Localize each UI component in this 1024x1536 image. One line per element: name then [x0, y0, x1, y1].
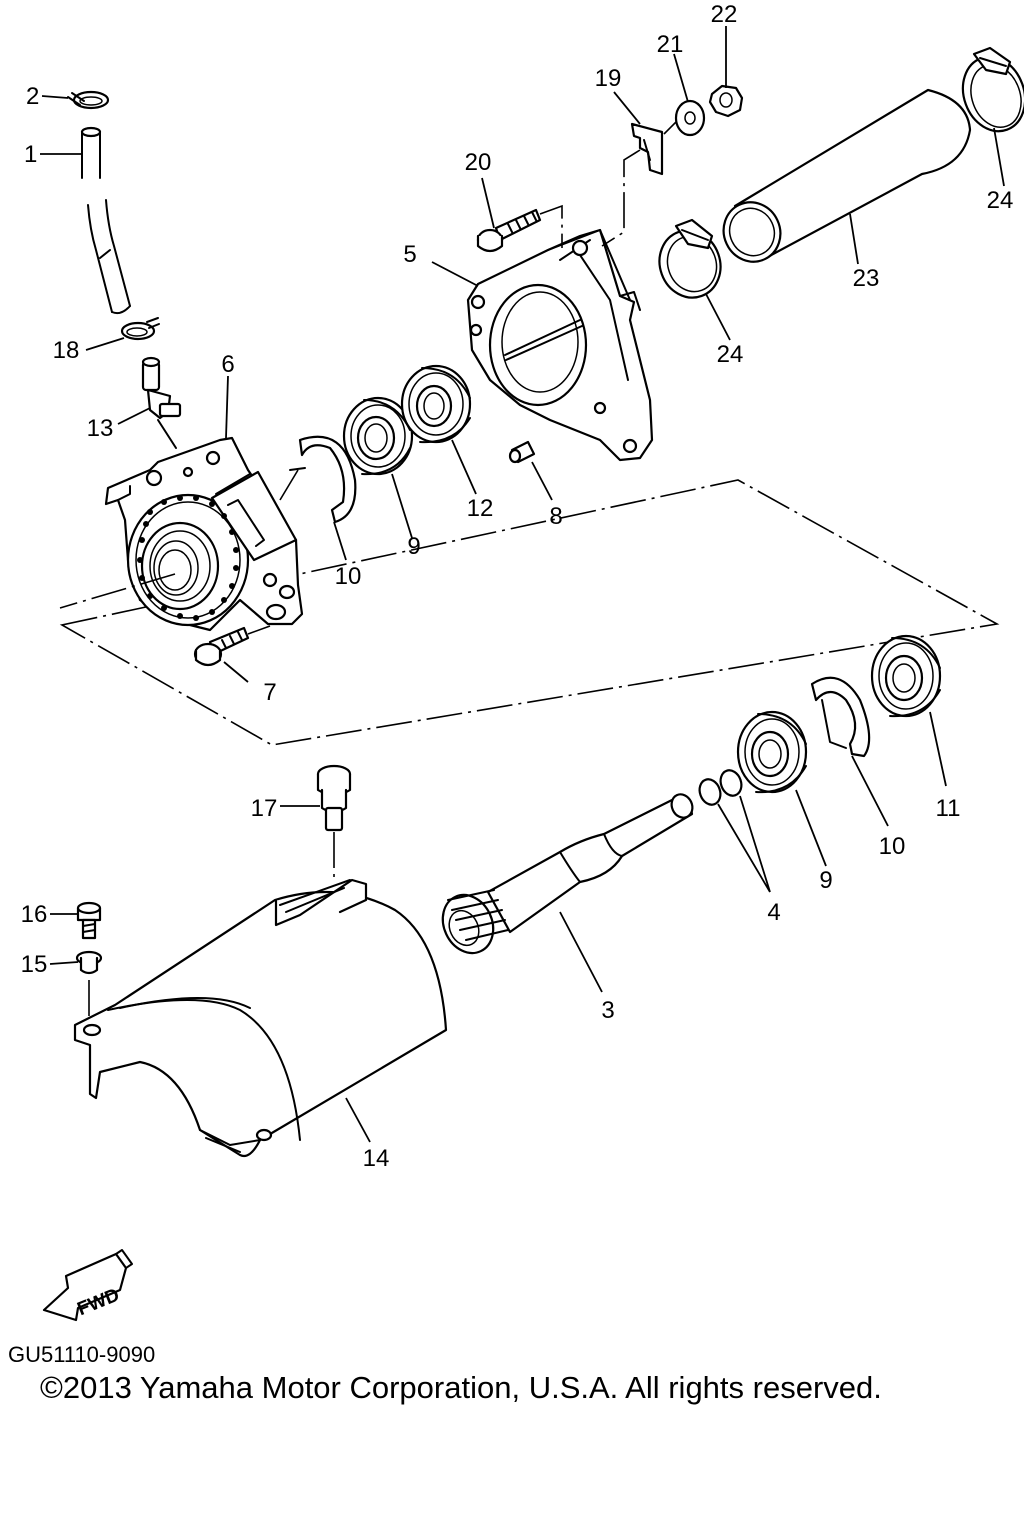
drawing-code: GU51110-9090	[8, 1342, 155, 1367]
fwd-arrow-icon: FWD	[42, 1249, 133, 1322]
part-22-nut	[708, 84, 744, 118]
callout-7: 7	[263, 679, 276, 706]
callout-9-lower: 9	[819, 867, 832, 894]
part-3-drive-shaft	[441, 793, 694, 955]
part-17-pin	[316, 764, 352, 880]
callout-9-upper: 9	[407, 533, 420, 560]
part-1-hose	[80, 126, 131, 315]
callout-6: 6	[221, 351, 234, 378]
part-24-clamp-lower	[658, 218, 722, 299]
part-12-bearing	[400, 364, 472, 444]
part-21-washer	[663, 99, 706, 137]
callout-18: 18	[53, 337, 80, 364]
callout-10-lower: 10	[879, 833, 906, 860]
callout-16: 16	[21, 901, 48, 928]
callout-12: 12	[467, 495, 494, 522]
callout-5: 5	[403, 241, 416, 268]
part-5-pump-housing	[466, 228, 654, 462]
part-24-clamp-upper	[961, 46, 1024, 133]
part-6-intermediate-housing	[104, 436, 304, 632]
part-14-shaft-cover	[73, 878, 448, 1158]
callout-14: 14	[363, 1145, 390, 1172]
part-7-bolt	[193, 625, 271, 667]
callout-21: 21	[657, 31, 684, 58]
part-10-circlip-upper	[289, 435, 357, 524]
callout-22: 22	[711, 1, 738, 28]
callout-15: 15	[21, 951, 48, 978]
part-19-bracket	[601, 122, 664, 247]
part-16-bolt	[76, 901, 102, 940]
callout-10-upper: 10	[335, 563, 362, 590]
part-15-collar	[75, 950, 103, 1020]
callout-numbers: 2 1 18 13 6 7 10 9 12 8 5 20 19 21 22 23…	[21, 1, 1014, 1172]
callout-2: 2	[26, 83, 39, 110]
copyright-notice: ©2013 Yamaha Motor Corporation, U.S.A. A…	[40, 1370, 882, 1405]
callout-8: 8	[549, 503, 562, 530]
callout-13: 13	[87, 415, 114, 442]
callout-11: 11	[936, 795, 961, 822]
callout-1: 1	[24, 141, 37, 168]
assembly-boundary	[59, 479, 1000, 746]
part-9-bearing-lower	[736, 710, 808, 794]
callout-23: 23	[853, 265, 880, 292]
part-20-bolt	[476, 204, 563, 253]
callout-20: 20	[465, 149, 492, 176]
part-18-clip	[120, 317, 160, 341]
part-8-dowel-pin	[508, 440, 536, 464]
callout-24-lower: 24	[717, 341, 744, 368]
part-10-circlip-lower	[810, 676, 871, 758]
callout-19: 19	[595, 65, 622, 92]
callout-3: 3	[601, 997, 614, 1024]
leader-lines	[40, 26, 1005, 1143]
callout-17: 17	[251, 795, 278, 822]
part-11-bearing	[870, 634, 942, 718]
callout-24-upper: 24	[987, 187, 1014, 214]
part-13-nipple	[141, 356, 182, 449]
part-2-clip	[67, 90, 110, 110]
callout-4: 4	[767, 899, 780, 926]
part-4-o-rings	[698, 769, 743, 806]
part-23-hose	[722, 88, 972, 263]
